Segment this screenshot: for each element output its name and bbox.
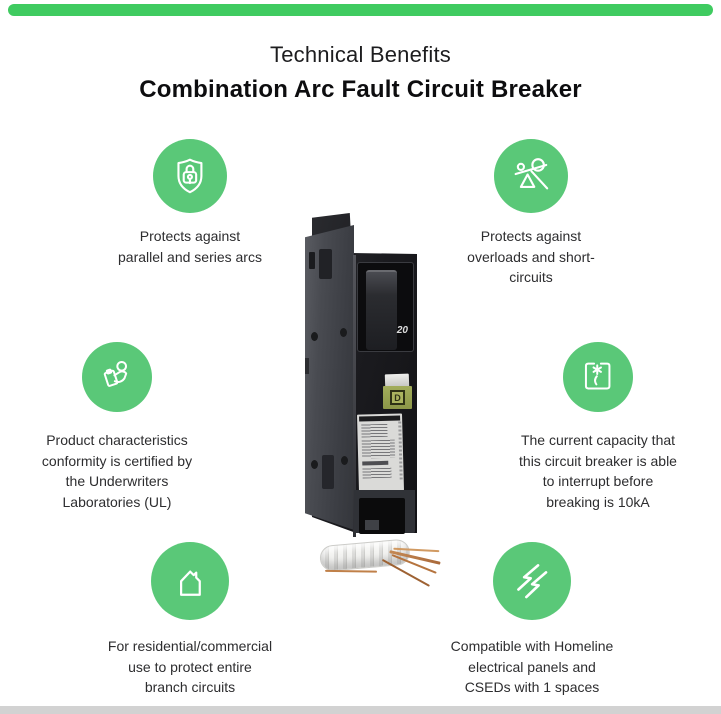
house-icon [179,570,201,596]
label-fine-print [362,467,392,479]
benefit-text: For residential/commercial use to protec… [107,638,273,695]
copper-strand [325,569,378,573]
benefit-text: Compatible with Homeline electrical pane… [450,638,614,695]
label-fine-print [361,439,396,459]
breaker-brand-window: D [383,386,412,409]
benefit-icon-circle [563,342,633,412]
breaker-rivet-hole [311,332,318,341]
benefit-homeline-compatible: Compatible with Homeline electrical pane… [412,542,652,698]
breaker-rivet-hole [340,328,347,337]
breaker-mount-clip [309,252,315,269]
breaker-rivet-hole [341,456,348,465]
breaker-lug [365,520,379,530]
benefit-overloads-short-circuits: Protects against overloads and short- ci… [411,139,651,288]
benefit-icon-circle [493,542,571,620]
breaker-mount-clip [322,455,334,489]
breaker-spec-label [356,413,405,492]
breaker-toggle-handle [366,270,397,350]
benefit-text: Product characteristics conformity is ce… [41,432,193,510]
benefit-text: Protects against parallel and series arc… [118,228,262,265]
pigtail-wire [318,536,441,587]
benefit-residential-commercial: For residential/commercial use to protec… [70,542,310,698]
benefit-icon-circle [153,139,227,213]
certification-clipboard-icon [104,361,128,388]
label-fine-print [361,423,388,438]
benefit-ul-certified: Product characteristics conformity is ce… [0,342,237,512]
bottom-accent-bar [0,706,721,714]
breaker-lug-slot [359,498,405,534]
shield-lock-icon [177,158,203,194]
page-title: Technical Benefits [270,42,451,67]
copper-strand [381,558,431,587]
square-d-logo: D [390,390,405,405]
circuit-breaker-photo: 20 D [298,208,443,608]
benefit-icon-circle [82,342,152,412]
breaker-mount-clip [319,249,332,279]
breaker-front-edge-highlight [353,255,356,537]
breaker-side-notch [305,358,309,374]
label-model-line [362,460,389,466]
overload-balance-icon [514,158,549,190]
benefit-icon-circle [494,139,568,213]
breaker-trip-symbol-icon [585,362,611,390]
double-lightning-icon [516,563,548,599]
label-header-strip [359,415,401,422]
label-side-print [398,421,403,480]
benefit-icon-circle [151,542,229,620]
top-accent-bar [8,4,713,16]
benefit-text: Protects against overloads and short- ci… [467,228,595,285]
benefit-interrupt-capacity: The current capacity that this circuit b… [478,342,718,512]
amp-rating-label: 20 [396,325,408,336]
page-subtitle: Combination Arc Fault Circuit Breaker [139,76,582,103]
benefit-parallel-series-arcs: Protects against parallel and series arc… [70,139,310,267]
breaker-rivet-hole [311,460,318,469]
benefit-text: The current capacity that this circuit b… [519,432,677,510]
